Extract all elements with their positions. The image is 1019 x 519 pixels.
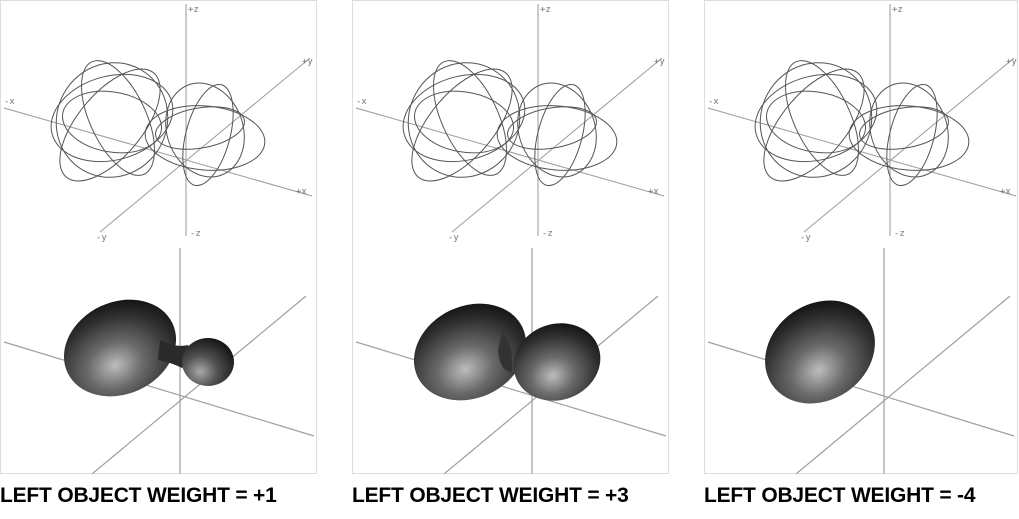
- axis-label-z-pos: +z: [892, 5, 903, 15]
- axis-label-z-neg: -z: [190, 229, 201, 239]
- axis-label-y-pos: +y: [654, 57, 665, 67]
- axis-label-y-neg: -y: [96, 233, 107, 243]
- axis-label-x-pos: +x: [296, 187, 307, 197]
- axis-label-y-pos: +y: [1006, 57, 1017, 67]
- panel-weight-minus-4: +z -z -x +x +y -y LEFT OBJECT WEIGHT = -…: [704, 0, 1019, 519]
- panel-weight-plus-3: +z -z -x +x +y -y LEFT OBJECT WEIGHT = +: [352, 0, 670, 519]
- axis-label-y-neg: -y: [448, 233, 459, 243]
- axis-label-z-pos: +z: [540, 5, 551, 15]
- axis-label-x-pos: +x: [648, 187, 659, 197]
- axis-label-y-neg: -y: [800, 233, 811, 243]
- panel-caption: LEFT OBJECT WEIGHT = -4: [704, 484, 1019, 508]
- panel-2-render: +z -z -x +x +y -y: [352, 0, 670, 480]
- axis-label-x-pos: +x: [1000, 187, 1011, 197]
- axis-label-z-neg: -z: [894, 229, 905, 239]
- panel-1-render: +z -z -x +x +y -y: [0, 0, 318, 480]
- axis-label-z-neg: -z: [542, 229, 553, 239]
- axis-label-x-neg: -x: [356, 97, 367, 107]
- axis-label-y-pos: +y: [302, 57, 313, 67]
- axis-label-z-pos: +z: [188, 5, 199, 15]
- panel-3-render: +z -z -x +x +y -y: [704, 0, 1019, 480]
- axis-label-x-neg: -x: [4, 97, 15, 107]
- panel-caption: LEFT OBJECT WEIGHT = +3: [352, 484, 682, 508]
- panel-weight-plus-1: +z -z -x +x +y -y LEFT OB: [0, 0, 318, 519]
- panel-caption: LEFT OBJECT WEIGHT = +1: [0, 484, 330, 508]
- axis-label-x-neg: -x: [708, 97, 719, 107]
